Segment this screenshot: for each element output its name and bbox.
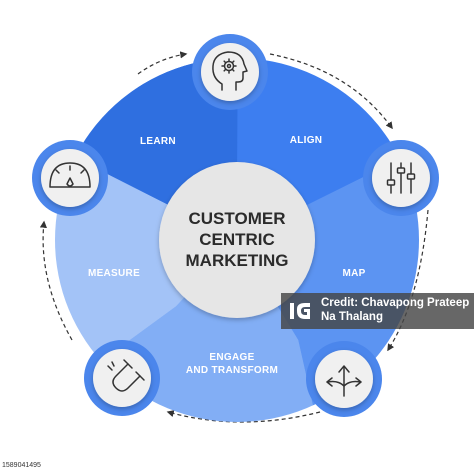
- label-map: MAP: [342, 268, 365, 279]
- watermark-line-1: Credit: Chavapong Prateep: [321, 297, 470, 309]
- split-arrows-icon: [326, 365, 362, 397]
- label-engage-1: ENGAGE: [209, 352, 254, 363]
- center-circle: [159, 162, 315, 318]
- node-engage[interactable]: [84, 340, 160, 416]
- head-gear-icon: [212, 51, 248, 91]
- node-align[interactable]: [363, 140, 439, 216]
- watermark-line-2: Na Thalang: [321, 311, 383, 323]
- cycle-arrows: [39, 51, 429, 423]
- magnet-icon: [107, 359, 145, 392]
- sliders-icon: [386, 162, 416, 194]
- stock-logo-icon: [290, 303, 310, 319]
- arrow-measure-to-learn: [39, 220, 73, 341]
- label-measure: MEASURE: [88, 268, 140, 279]
- node-map[interactable]: [306, 341, 382, 417]
- label-align: ALIGN: [290, 135, 323, 146]
- arrow-align-to-map: [269, 53, 393, 130]
- node-measure[interactable]: [32, 140, 108, 216]
- image-id-text: 1589041495: [2, 462, 41, 469]
- node-learn[interactable]: [192, 34, 268, 110]
- label-learn: LEARN: [140, 136, 176, 147]
- center-line-3: MARKETING: [186, 251, 289, 270]
- arrow-engage-to-measure: [166, 410, 321, 423]
- center-line-2: CENTRIC: [199, 230, 275, 249]
- label-engage-2: AND TRANSFORM: [186, 365, 278, 376]
- gauge-icon: [49, 162, 91, 188]
- center-line-1: CUSTOMER: [189, 209, 286, 228]
- watermark-credit: Credit: Chavapong Prateep Na Thalang: [281, 293, 474, 329]
